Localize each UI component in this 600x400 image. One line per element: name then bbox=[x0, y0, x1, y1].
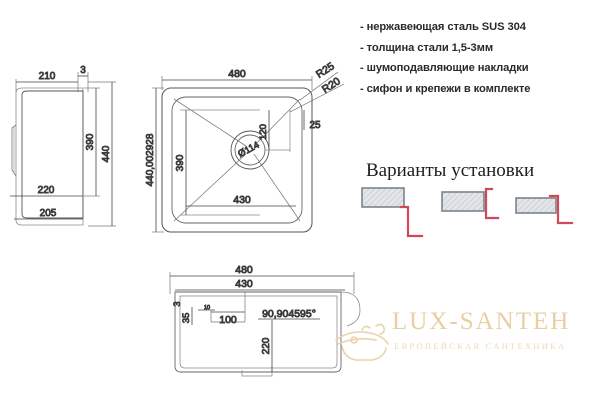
dim-25: 25 bbox=[309, 120, 321, 131]
side-view-group: 210 3 390 440 220 20 bbox=[10, 65, 116, 227]
installation-variants bbox=[360, 186, 596, 248]
dim-35: 35 bbox=[181, 313, 192, 324]
spec-item-siphon: - сифон и крепежи в комплекте bbox=[360, 83, 531, 96]
spec-item-soundpads: - шумоподавляющие накладки bbox=[360, 62, 529, 75]
dim-440-side: 440 bbox=[101, 145, 112, 162]
variant-flushmount bbox=[440, 186, 514, 248]
dim-480-top: 480 bbox=[228, 68, 246, 80]
bottom-right-rim bbox=[340, 291, 361, 327]
top-diag-tl bbox=[173, 98, 247, 147]
leader-r20 bbox=[289, 83, 345, 113]
variant-mount-line bbox=[484, 187, 500, 220]
top-diag-br bbox=[253, 153, 301, 222]
dim-210: 210 bbox=[39, 71, 56, 82]
dim-390-side: 390 bbox=[85, 133, 96, 150]
bottom-drain-nub bbox=[241, 370, 273, 377]
bottom-inner-shell bbox=[179, 295, 338, 369]
dim-430-top: 430 bbox=[233, 194, 251, 206]
top-view-group: Ø114 480 440,002928 390 430 bbox=[145, 60, 345, 233]
dim-3-side: 3 bbox=[80, 65, 86, 76]
variant-body bbox=[361, 187, 405, 208]
specification-list: - нержавеющая сталь SUS 304 - толщина ст… bbox=[360, 21, 600, 105]
top-diag-tr bbox=[253, 98, 301, 147]
leader-r25 bbox=[299, 71, 339, 101]
top-outer-rect bbox=[161, 87, 313, 233]
top-inner-rect bbox=[171, 96, 303, 224]
dim-220-bottom: 220 bbox=[261, 337, 272, 354]
dim-480-bottom: 480 bbox=[235, 264, 253, 276]
dim-440-002928: 440,002928 bbox=[145, 133, 156, 186]
dim-390-top: 390 bbox=[175, 154, 186, 171]
dim-drain-diameter: Ø114 bbox=[236, 140, 261, 160]
bottom-outer-shell bbox=[174, 291, 342, 373]
dim-220-side: 220 bbox=[38, 185, 55, 196]
bottom-view-group: 480 430 3 35 10 100 bbox=[169, 264, 361, 377]
dim-angle: 90,904595° bbox=[262, 308, 316, 320]
side-inner-shell bbox=[21, 90, 84, 219]
variant-topmount bbox=[514, 186, 588, 248]
dim-430-bottom: 430 bbox=[235, 278, 253, 290]
dim-10: 10 bbox=[204, 305, 210, 311]
variant-undermount bbox=[360, 186, 434, 248]
spec-item-thickness: - толщина стали 1,5-3мм bbox=[360, 41, 493, 54]
dim-100: 100 bbox=[219, 314, 237, 326]
dim-205-side: 205 bbox=[40, 208, 57, 219]
variant-body bbox=[515, 197, 557, 214]
variant-mount-line bbox=[548, 194, 574, 225]
dim-3-bottom: 3 bbox=[172, 301, 182, 306]
dim-120: 120 bbox=[258, 124, 269, 140]
spec-item-material: - нержавеющая сталь SUS 304 bbox=[360, 21, 526, 33]
side-outer-shell bbox=[15, 87, 84, 226]
variants-title: Варианты установки bbox=[366, 160, 535, 181]
variant-mount-line bbox=[399, 205, 424, 238]
variant-body bbox=[441, 191, 485, 212]
